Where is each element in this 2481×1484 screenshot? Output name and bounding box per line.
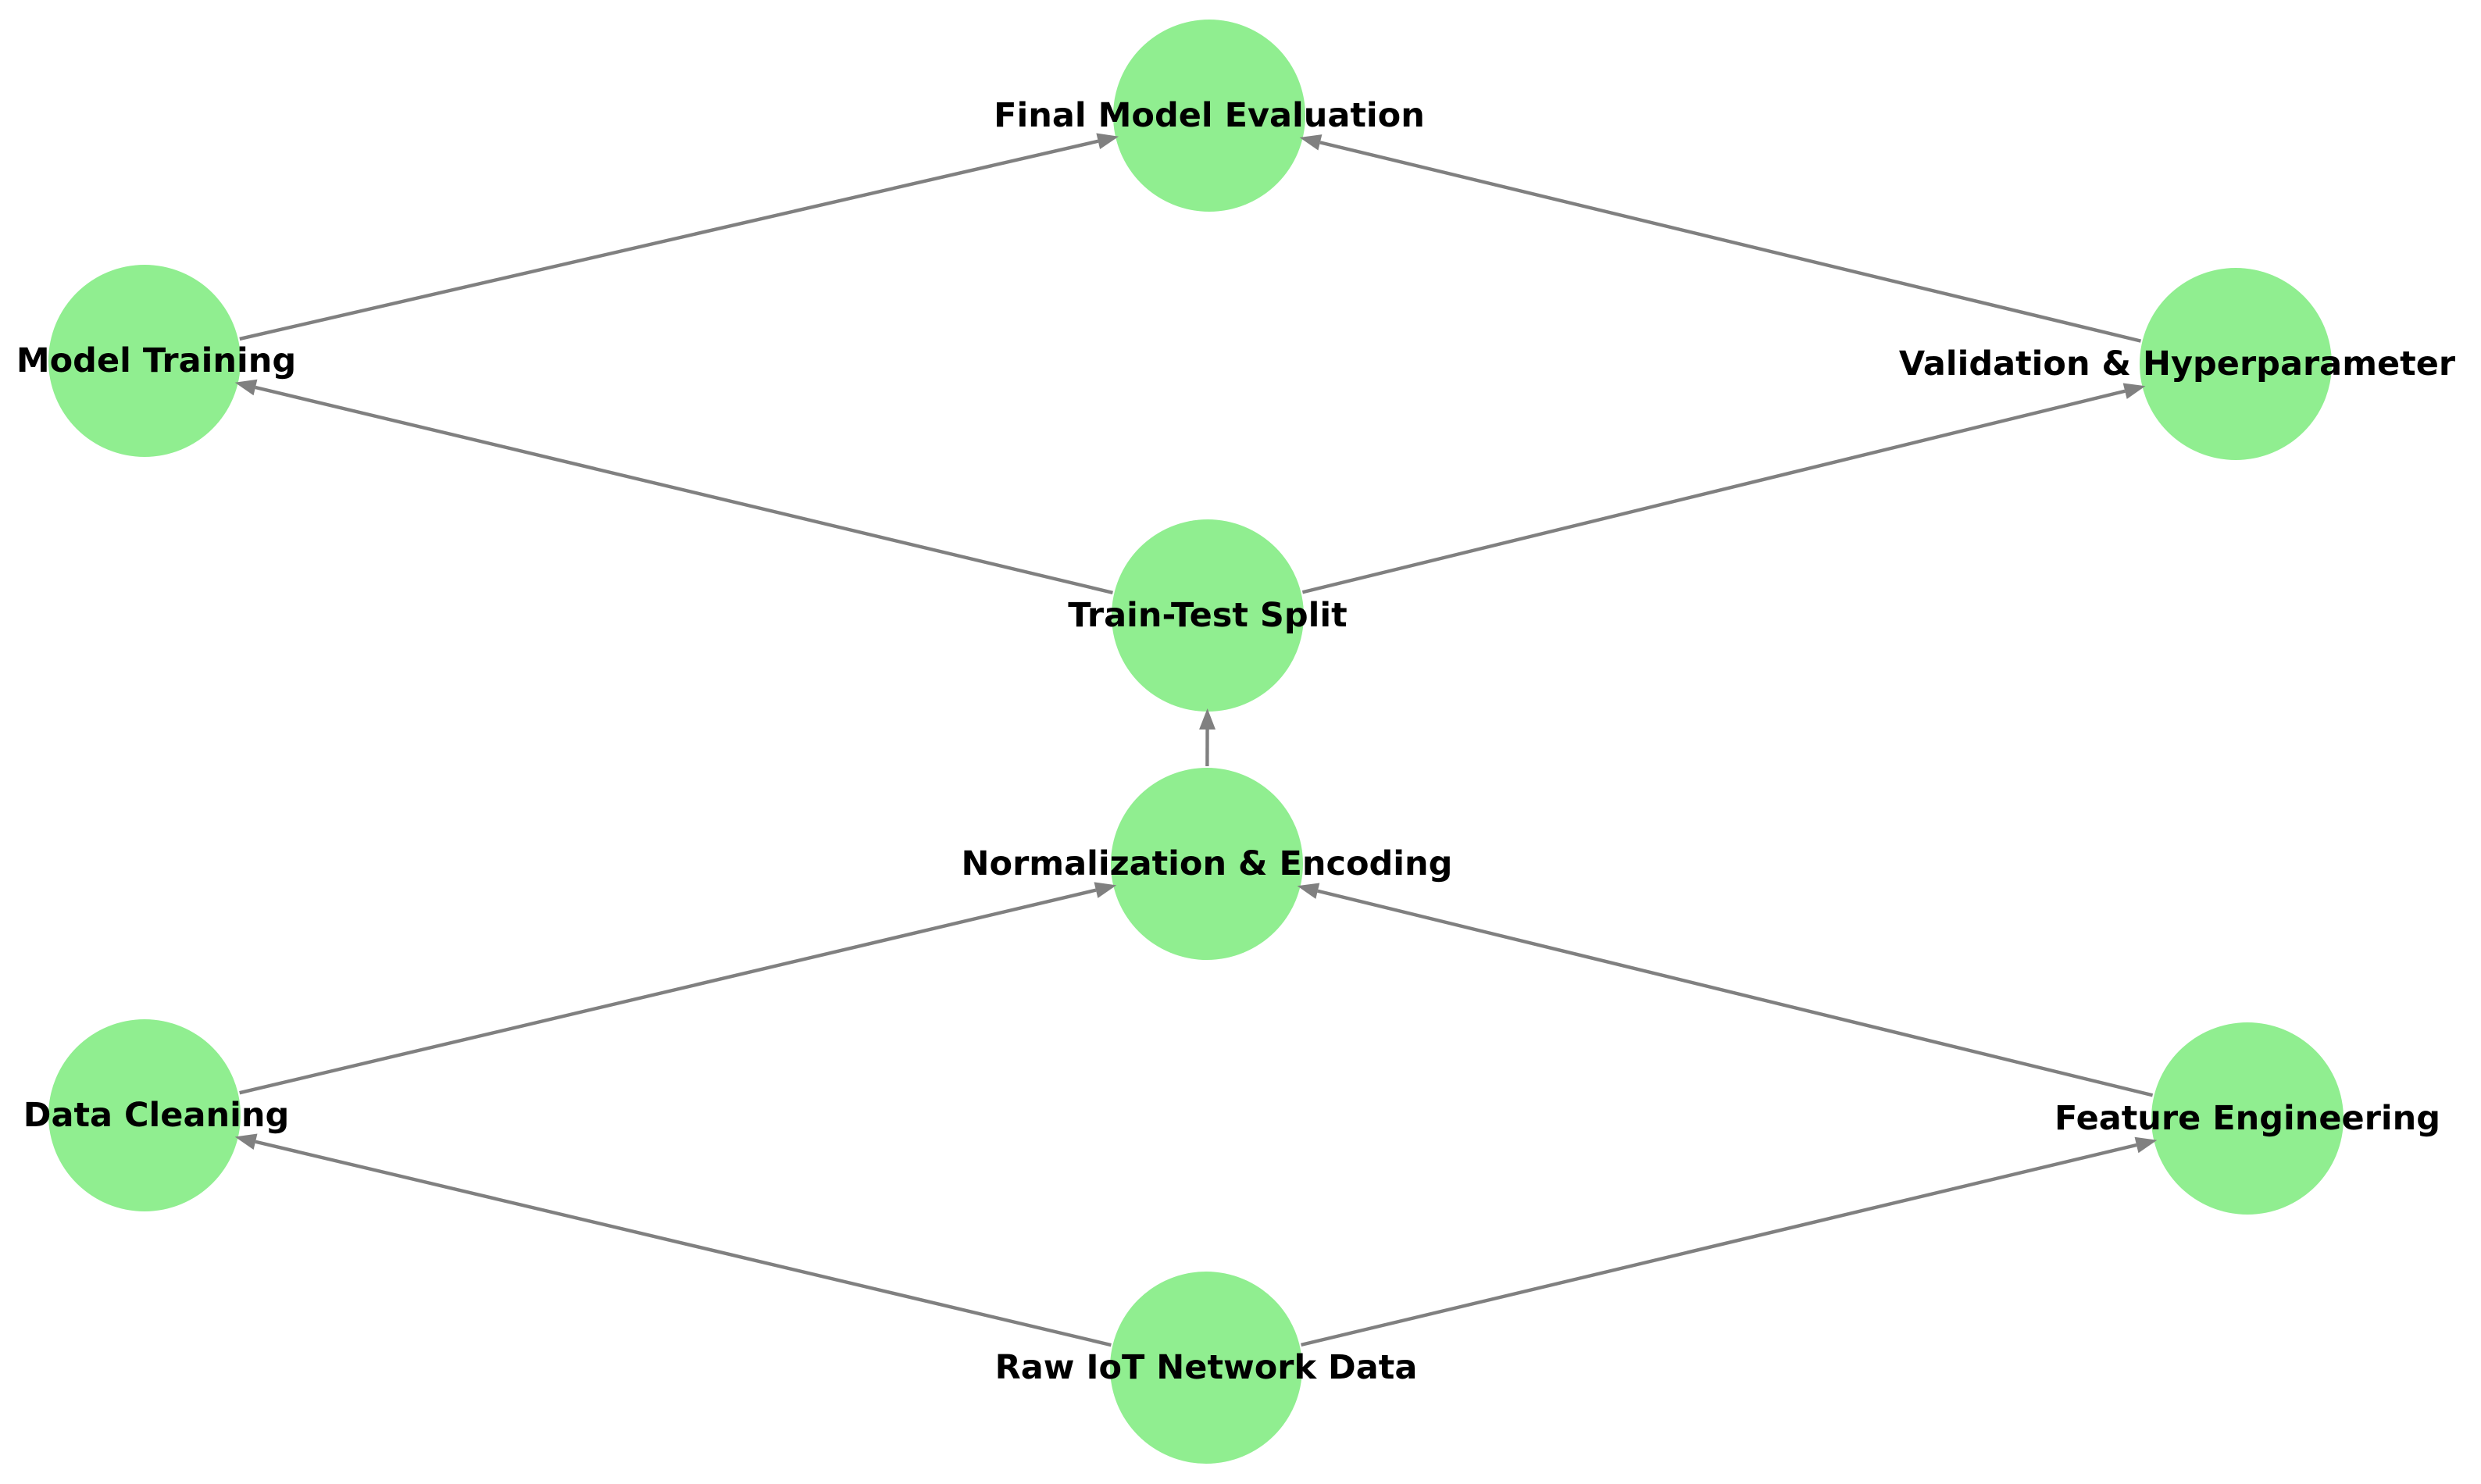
edge-train-test-split-to-model-training bbox=[234, 379, 1113, 595]
node-circle-normalization-encoding bbox=[1111, 768, 1303, 960]
edge-arrowhead bbox=[1199, 708, 1216, 730]
node-label-model-training: Model Training bbox=[16, 341, 296, 380]
node-circle-model-training bbox=[48, 265, 241, 457]
edge-train-test-split-to-validation-hyperparameter bbox=[1301, 383, 2146, 594]
edge-line bbox=[255, 385, 1113, 595]
edge-line bbox=[1319, 141, 2142, 343]
node-label-feature-engineering: Feature Engineering bbox=[2054, 1099, 2440, 1138]
node-label-data-cleaning: Data Cleaning bbox=[23, 1096, 289, 1135]
edge-model-training-to-final-model-evaluation bbox=[239, 133, 1119, 341]
node-circle-raw-iot-network-data bbox=[1110, 1272, 1302, 1464]
node-circle-validation-hyperparameter bbox=[2140, 268, 2332, 460]
edge-line bbox=[1301, 389, 2126, 594]
edge-line bbox=[239, 888, 1097, 1095]
edge-data-cleaning-to-normalization-encoding bbox=[239, 882, 1117, 1095]
edge-normalization-encoding-to-train-test-split bbox=[1199, 708, 1216, 767]
edge-raw-iot-network-data-to-data-cleaning bbox=[234, 1133, 1112, 1347]
edge-arrowhead bbox=[1297, 883, 1320, 899]
edge-arrowhead bbox=[2122, 383, 2146, 399]
edge-arrowhead bbox=[234, 1133, 258, 1150]
edge-arrowhead bbox=[234, 379, 258, 396]
edge-arrowhead bbox=[1299, 134, 1323, 151]
edge-line bbox=[1301, 1143, 2137, 1347]
edge-feature-engineering-to-normalization-encoding bbox=[1297, 883, 2154, 1097]
edge-arrowhead bbox=[2134, 1136, 2158, 1154]
node-label-raw-iot-network-data: Raw IoT Network Data bbox=[995, 1348, 1418, 1387]
edge-arrowhead bbox=[1094, 882, 1117, 898]
edge-raw-iot-network-data-to-feature-engineering bbox=[1301, 1136, 2158, 1347]
edge-line bbox=[239, 139, 1099, 341]
label-layer: Raw IoT Network Data Data Cleaning Feature… bbox=[16, 96, 2456, 1387]
node-label-normalization-encoding: Normalization & Encoding bbox=[962, 844, 1453, 883]
node-label-final-model-evaluation: Final Model Evaluation bbox=[994, 96, 1425, 135]
node-circle-data-cleaning bbox=[48, 1019, 241, 1211]
edge-arrowhead bbox=[1096, 133, 1119, 150]
node-label-validation-hyperparameter: Validation & Hyperparameter bbox=[1899, 344, 2456, 383]
edge-line bbox=[255, 1140, 1112, 1347]
edge-validation-hyperparameter-to-final-model-evaluation bbox=[1299, 134, 2142, 343]
node-circle-feature-engineering bbox=[2151, 1022, 2344, 1215]
node-layer bbox=[48, 20, 2344, 1464]
node-circle-final-model-evaluation bbox=[1113, 20, 1305, 212]
edge-line bbox=[1317, 889, 2154, 1097]
edge-layer bbox=[234, 133, 2158, 1347]
node-circle-train-test-split bbox=[1112, 519, 1304, 712]
node-label-train-test-split: Train-Test Split bbox=[1068, 596, 1347, 635]
